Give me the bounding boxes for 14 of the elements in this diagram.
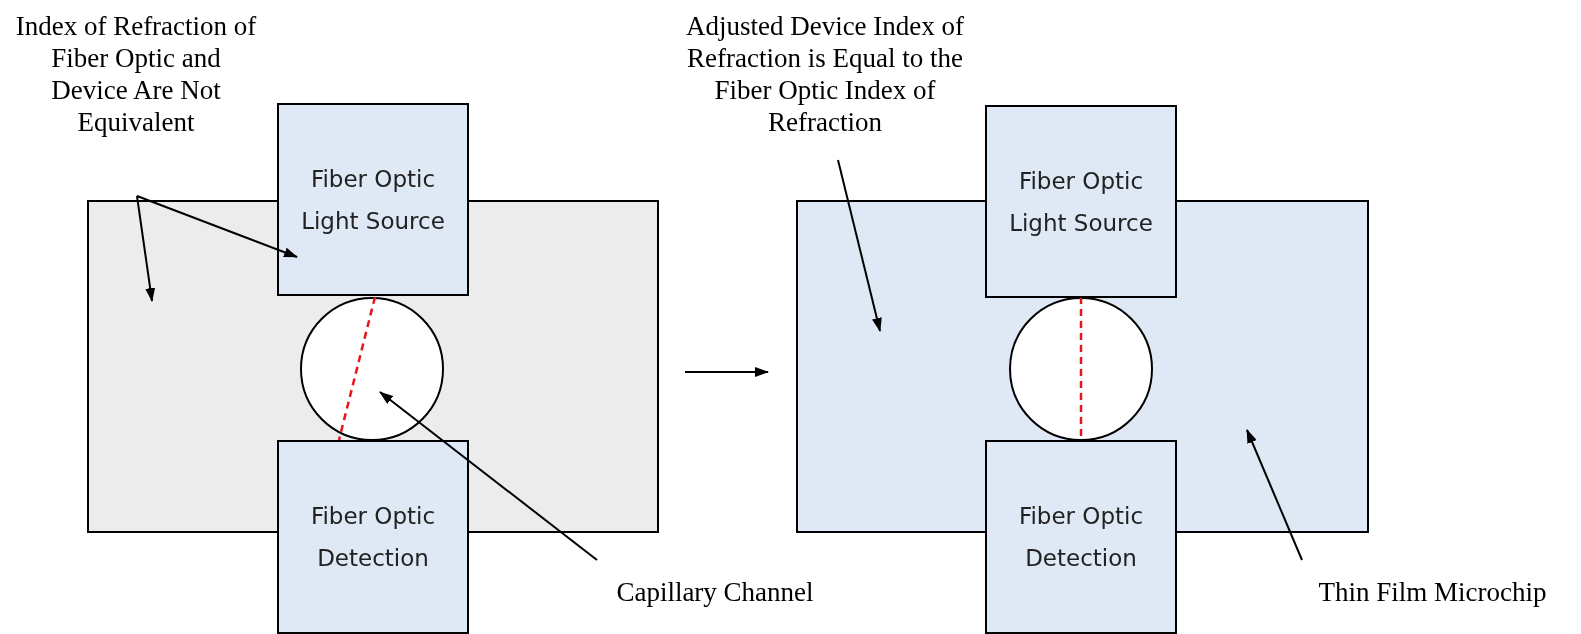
leader-line bbox=[136, 195, 298, 258]
leader-line bbox=[136, 195, 156, 302]
leader-line bbox=[379, 391, 598, 561]
leader-line bbox=[1246, 429, 1303, 561]
annotation-text: Index of Refraction of Fiber Optic and Device Are Not Equivalent bbox=[10, 10, 262, 160]
fiber-optic-box: Fiber Optic Detection bbox=[985, 440, 1177, 634]
arrow bbox=[684, 367, 769, 377]
leader-line bbox=[837, 159, 882, 332]
annotation-text: Adjusted Device Index of Refraction is Equal to the Fiber Optic Index of Refraction bbox=[675, 10, 975, 160]
fiber-optic-box: Fiber Optic Light Source bbox=[985, 105, 1177, 298]
annotation-text: Capillary Channel bbox=[585, 576, 845, 612]
annotation-text: Thin Film Microchip bbox=[1290, 576, 1575, 612]
fiber-optic-box: Fiber Optic Detection bbox=[277, 440, 469, 634]
fiber-optic-box: Fiber Optic Light Source bbox=[277, 103, 469, 296]
